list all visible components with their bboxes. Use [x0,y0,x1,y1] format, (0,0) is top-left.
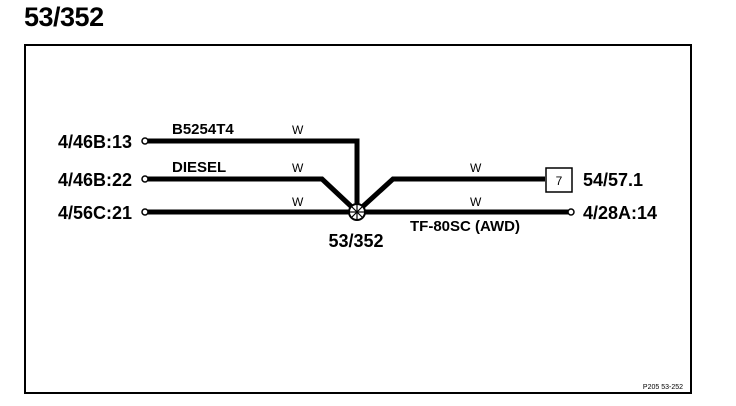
wire-color-right-bottom: W [470,195,482,209]
splice-icon [348,203,366,221]
wire-color-top: W [292,123,304,137]
wire-top [148,138,360,211]
wire-color-bottom: W [292,195,304,209]
wire-mid-left [148,176,357,212]
page-title: 53/352 [24,2,104,32]
terminal-left-top [141,137,149,145]
splice-label: 53/352 [328,231,383,251]
component-box [545,167,573,193]
connector-left-bottom: 4/56C:21 [58,203,132,223]
wire-color-right-top: W [470,161,482,175]
connector-right-bottom: 4/28A:14 [583,203,657,223]
component-number: 7 [556,174,563,188]
connector-left-top: 4/46B:13 [58,132,132,152]
terminal-left-bottom [141,208,149,216]
variant-mid: DIESEL [172,159,226,176]
wire-mid-right [357,176,545,212]
variant-top: B5254T4 [172,121,234,138]
connector-right-mid: 54/57.1 [583,170,643,190]
variant-bottom: TF-80SC (AWD) [410,218,520,235]
wire-color-mid: W [292,161,304,175]
diagram-frame [24,44,692,394]
connector-left-mid: 4/46B:22 [58,170,132,190]
figure-ref: P205 53-252 [643,384,683,391]
terminal-left-mid [141,175,149,183]
terminal-right-bottom [567,208,575,216]
